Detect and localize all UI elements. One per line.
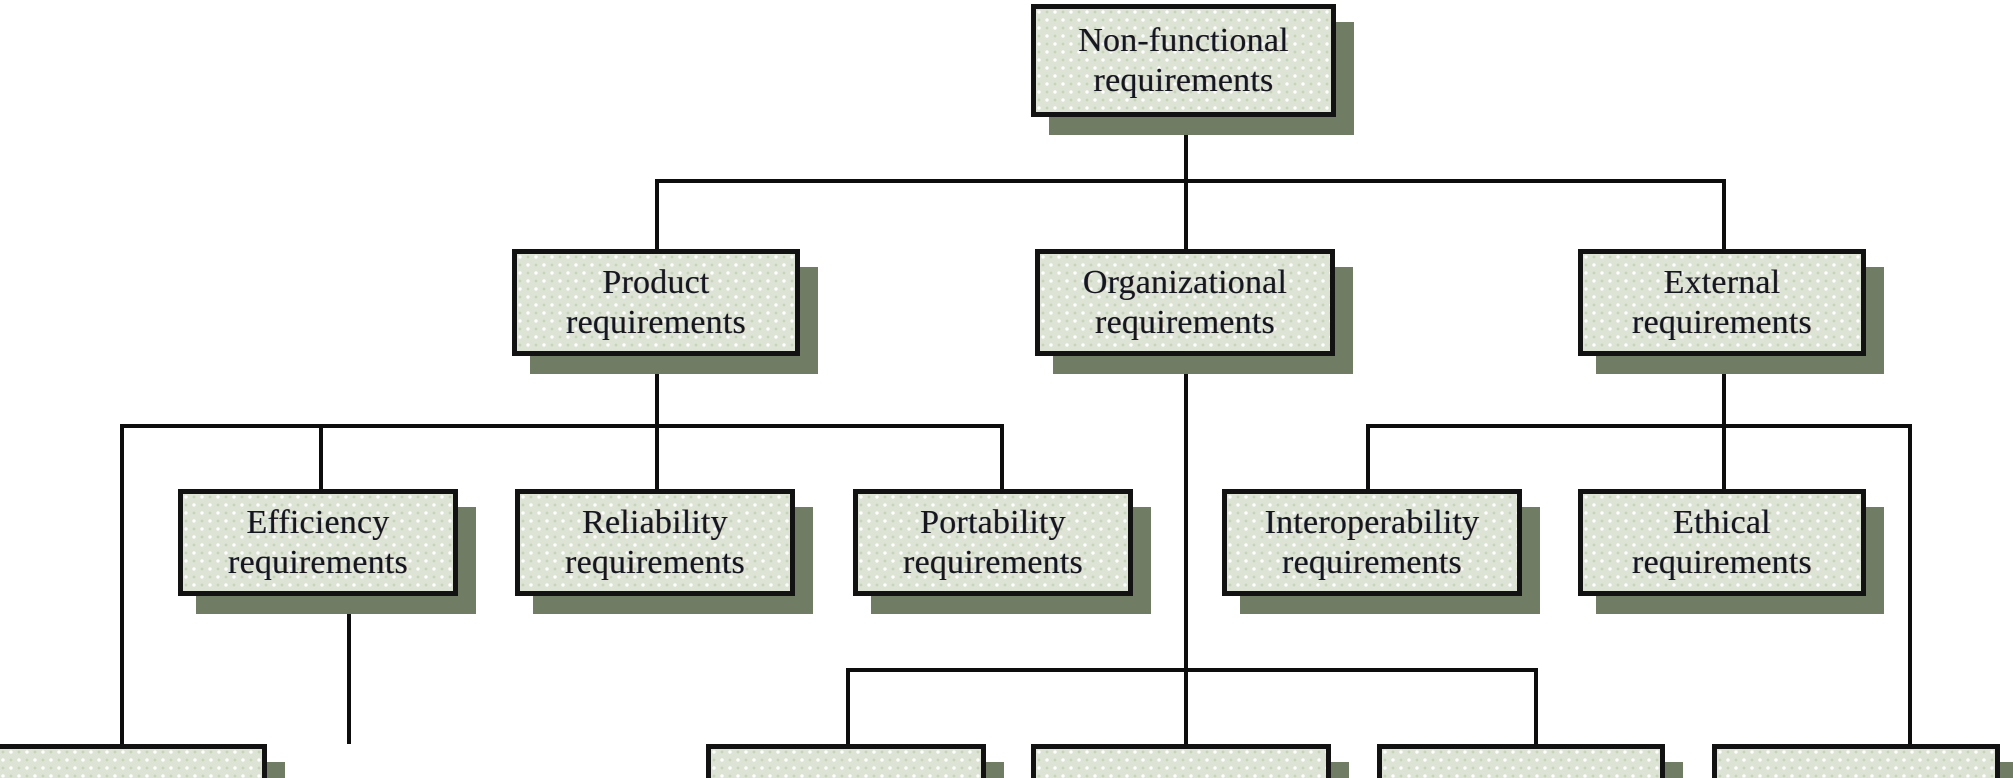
node-box: Implementation xyxy=(1031,744,1331,778)
node-label-line1: Efficiency xyxy=(246,504,390,542)
node-label-line1: Ethical xyxy=(1673,504,1771,542)
node-product-requirements[interactable]: Product requirements xyxy=(512,249,818,374)
node-label-line1: Reliability xyxy=(582,504,728,542)
connector-drop-standards xyxy=(1534,668,1538,744)
node-box: Non-functional requirements xyxy=(1031,4,1336,117)
node-label-line2: requirements xyxy=(903,543,1083,581)
node-box: Delivery xyxy=(706,744,986,778)
node-box: External requirements xyxy=(1578,249,1866,356)
connector-drop-implementation xyxy=(1184,668,1188,744)
node-interoperability-requirements[interactable]: Interoperability requirements xyxy=(1222,489,1540,614)
node-label-line2: requirements xyxy=(1632,543,1812,581)
node-label-line2: requirements xyxy=(1095,303,1275,341)
node-box: Usability xyxy=(0,744,267,778)
node-ethical-requirements[interactable]: Ethical requirements xyxy=(1578,489,1884,614)
connector-level2-bus xyxy=(655,179,1726,183)
connector-organizational-stem xyxy=(1184,352,1188,672)
node-standards[interactable]: Standards xyxy=(1377,744,1683,778)
node-label-line2: requirements xyxy=(1632,303,1812,341)
node-label-line2: requirements xyxy=(228,543,408,581)
connector-drop-portability xyxy=(1000,424,1004,490)
node-box: Reliability requirements xyxy=(515,489,795,596)
node-label-line2: requirements xyxy=(566,303,746,341)
connector-product-bus xyxy=(120,424,1004,428)
node-non-functional-requirements[interactable]: Non-functional requirements xyxy=(1031,4,1354,135)
node-label-line1: Portability xyxy=(920,504,1066,542)
connector-drop-external xyxy=(1722,179,1726,250)
node-label-line1: Non-functional xyxy=(1078,22,1289,60)
node-delivery[interactable]: Delivery xyxy=(706,744,1004,778)
node-label-line1: External xyxy=(1663,264,1781,302)
node-box: Efficiency requirements xyxy=(178,489,458,596)
node-organizational-requirements[interactable]: Organizational requirements xyxy=(1035,249,1353,374)
connector-drop-organizational xyxy=(1184,179,1188,250)
node-label-line1: Product xyxy=(602,264,710,302)
connector-efficiency-stem xyxy=(347,598,351,744)
node-legislative[interactable]: Legislative xyxy=(1712,744,2013,778)
node-implementation[interactable]: Implementation xyxy=(1031,744,1349,778)
connector-drop-product xyxy=(655,179,659,250)
node-box: Organizational requirements xyxy=(1035,249,1335,356)
node-box: Ethical requirements xyxy=(1578,489,1866,596)
node-box: Legislative xyxy=(1712,744,2000,778)
node-label-line2: requirements xyxy=(1093,61,1274,99)
node-reliability-requirements[interactable]: Reliability requirements xyxy=(515,489,813,614)
node-efficiency-requirements[interactable]: Efficiency requirements xyxy=(178,489,476,614)
node-box: Product requirements xyxy=(512,249,800,356)
node-external-requirements[interactable]: External requirements xyxy=(1578,249,1884,374)
connector-product-stem xyxy=(655,352,659,428)
node-label-line2: requirements xyxy=(565,543,745,581)
connector-root-stem xyxy=(1184,88,1188,183)
connector-drop-usability-left xyxy=(120,424,124,744)
connector-organizational-bus xyxy=(846,668,1538,672)
connector-drop-ethical xyxy=(1722,424,1726,490)
connector-drop-delivery xyxy=(846,668,850,744)
node-label-line1: Interoperability xyxy=(1264,504,1480,542)
node-label-line2: requirements xyxy=(1282,543,1462,581)
connector-external-bus xyxy=(1366,424,1912,428)
node-box: Interoperability requirements xyxy=(1222,489,1522,596)
connector-drop-efficiency xyxy=(319,424,323,490)
connector-drop-interoperability xyxy=(1366,424,1370,490)
node-label-line1: Organizational xyxy=(1082,264,1288,302)
connector-drop-legislative xyxy=(1908,424,1912,744)
connector-external-stem xyxy=(1722,352,1726,428)
node-usability[interactable]: Usability xyxy=(0,744,285,778)
node-box: Portability requirements xyxy=(853,489,1133,596)
node-portability-requirements[interactable]: Portability requirements xyxy=(853,489,1151,614)
connector-drop-reliability xyxy=(655,424,659,490)
node-box: Standards xyxy=(1377,744,1665,778)
